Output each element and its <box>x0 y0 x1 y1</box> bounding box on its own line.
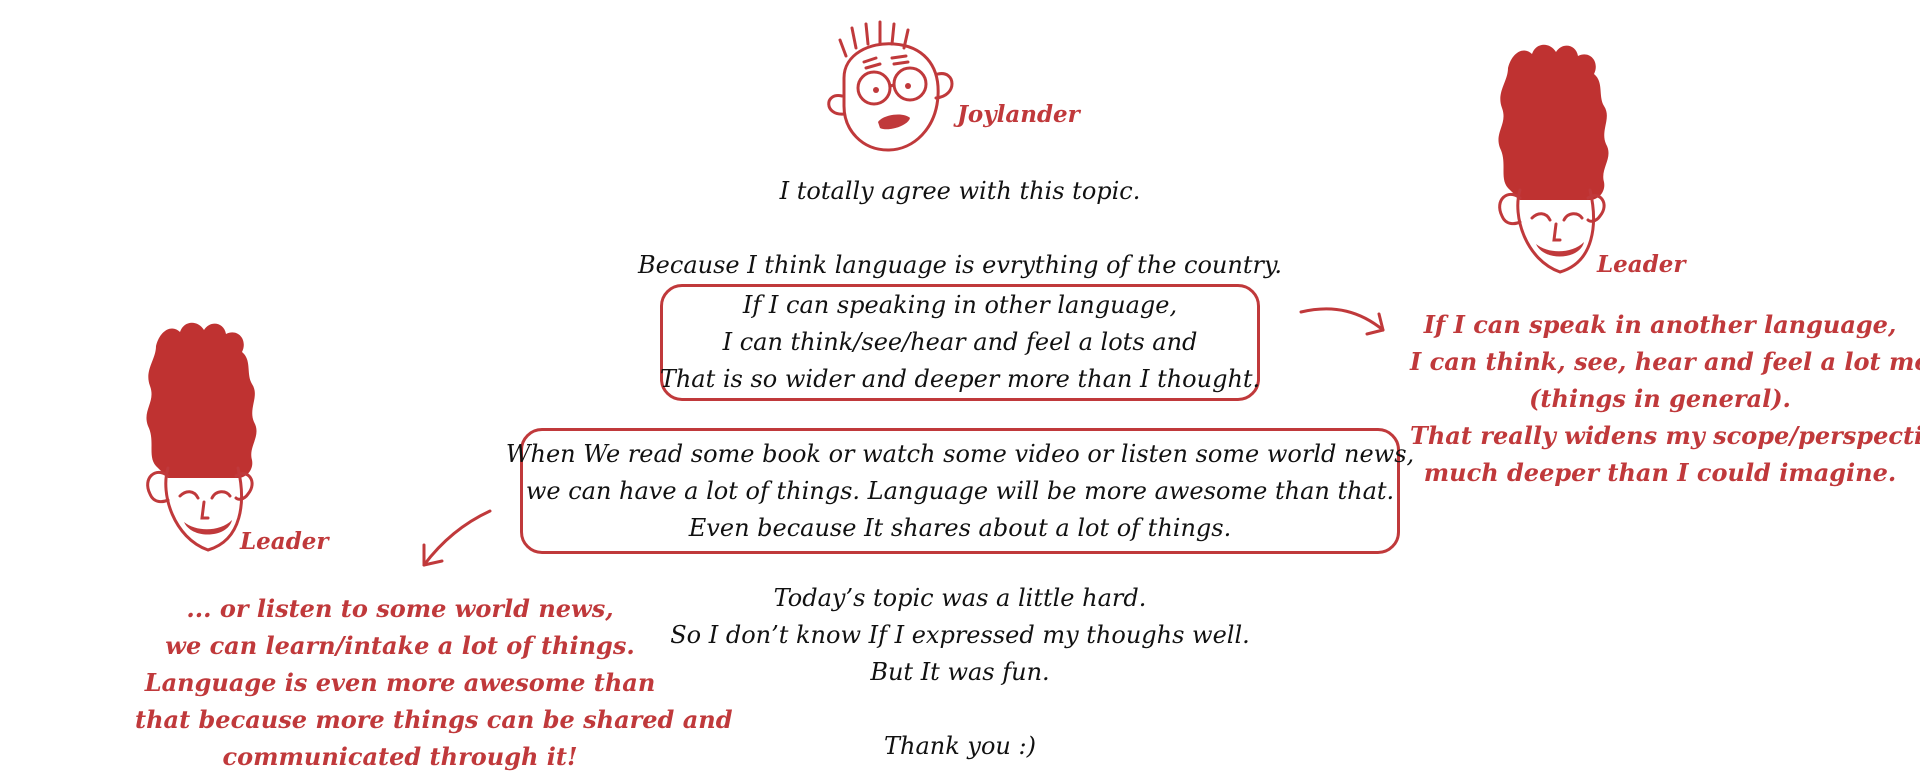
correction-line: Language is even more awesome than <box>144 668 656 697</box>
leader-right-name-label: Leader <box>1597 251 1686 278</box>
leader-right-correction: If I can speak in another language, I ca… <box>1410 306 1920 491</box>
correction-line: communicated through it! <box>222 742 578 771</box>
box2-line: we can have a lot of things. Language wi… <box>525 476 1395 505</box>
box1-line: That is so wider and deeper more than I … <box>659 365 1261 393</box>
box1-line: If I can speaking in other language, <box>742 291 1178 319</box>
joylander-face-icon <box>827 20 954 152</box>
joylander-name-label: Joylander <box>957 101 1080 128</box>
correction-line: I can think, see, hear and feel a lot mo… <box>1410 347 1920 376</box>
joylander-box2: When We read some book or watch some vid… <box>506 428 1414 554</box>
correction-line: we can learn/intake a lot of things. <box>165 631 635 660</box>
joylander-box1: If I can speaking in other language, I c… <box>660 284 1260 401</box>
correction-line: that because more things can be shared a… <box>135 705 733 734</box>
correction-line: ... or listen to some world news, <box>186 594 614 623</box>
curved-arrow-icon <box>1299 307 1385 336</box>
correction-line: (things in general). <box>1529 384 1791 413</box>
leader-avatar-icon <box>146 322 257 552</box>
closing-line: Today’s topic was a little hard. <box>773 584 1147 612</box>
leader-left-correction: ... or listen to some world news, we can… <box>135 590 733 775</box>
leader-avatar-icon <box>1498 44 1609 274</box>
curved-arrow-icon <box>422 509 492 567</box>
joylander-thanks-text: Thank you :) <box>884 732 1036 760</box>
correction-line: If I can speak in another language, <box>1423 310 1897 339</box>
closing-line: But It was fun. <box>870 658 1050 686</box>
joylander-line1-text: Because I think language is evrything of… <box>638 251 1282 279</box>
box2-line: Even because It shares about a lot of th… <box>688 513 1232 542</box>
leader-left-name-label: Leader <box>240 528 329 555</box>
closing-line: So I don’t know If I expressed my though… <box>670 621 1250 649</box>
correction-line: That really widens my scope/perspective <box>1410 421 1920 450</box>
box2-line: When We read some book or watch some vid… <box>505 439 1415 468</box>
box1-line: I can think/see/hear and feel a lots and <box>722 328 1198 356</box>
joylander-intro-text: I totally agree with this topic. <box>779 177 1141 205</box>
joylander-closing: Today’s topic was a little hard. So I do… <box>560 580 1360 691</box>
correction-line: much deeper than I could imagine. <box>1423 458 1897 487</box>
